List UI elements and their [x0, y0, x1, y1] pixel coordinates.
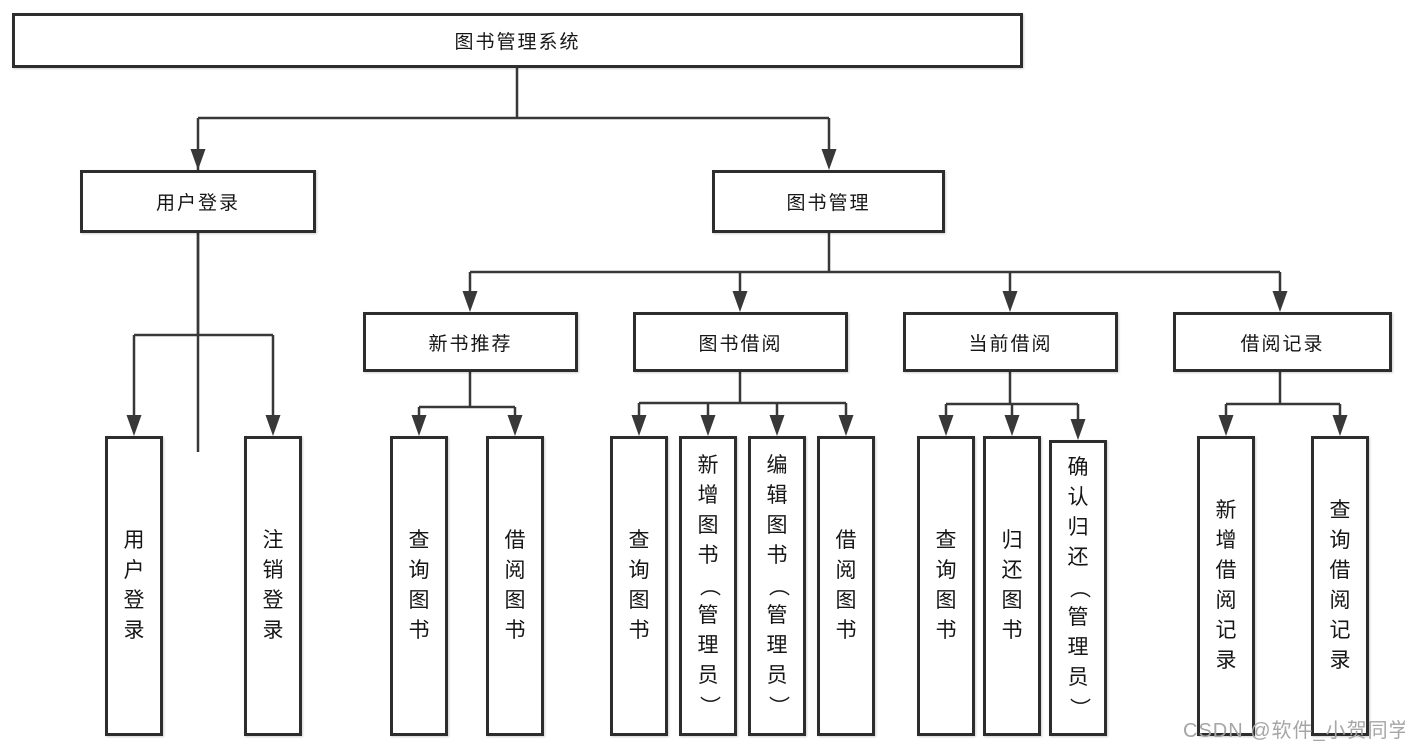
- node-label: 新书推荐: [428, 333, 513, 355]
- leaf-query-books-current: 查询图书: [917, 436, 975, 736]
- node-new-book-recommend: 新书推荐: [363, 312, 578, 372]
- node-label: 借阅记录: [1240, 333, 1325, 355]
- connector-root-to-level2: [196, 68, 831, 452]
- node-user-login: 用户登录: [80, 170, 316, 233]
- connector-records-to-leaves: [1224, 372, 1342, 426]
- leaf-return-books: 归还图书: [983, 436, 1041, 736]
- leaf-label: 查询图书: [628, 529, 650, 642]
- arrowheads: [126, 149, 1348, 440]
- leaf-label: 借阅图书: [835, 529, 857, 642]
- leaf-logout: 注销登录: [244, 436, 302, 736]
- leaf-label: 归还图书: [1001, 529, 1023, 642]
- leaf-add-books-admin: 新增图书（管理员）: [679, 436, 737, 736]
- leaf-confirm-return-admin: 确认归还（管理员）: [1049, 440, 1107, 736]
- connector-newbooks-to-leaves: [417, 372, 517, 426]
- leaf-user-login: 用户登录: [105, 436, 163, 736]
- leaf-query-books-borrowing: 查询图书: [610, 436, 668, 736]
- leaf-query-books-newbooks: 查询图书: [390, 436, 448, 736]
- connector-borrow-to-leaves: [637, 372, 848, 426]
- connector-bookmgmt-to-level3: [468, 233, 1282, 302]
- leaf-label: 新增借阅记录: [1215, 499, 1237, 672]
- node-current-borrowing: 当前借阅: [903, 312, 1118, 372]
- leaf-add-borrow-record: 新增借阅记录: [1197, 436, 1255, 736]
- leaf-query-borrow-record: 查询借阅记录: [1311, 436, 1369, 736]
- node-borrowing-records: 借阅记录: [1173, 312, 1392, 372]
- node-book-management: 图书管理: [712, 170, 945, 233]
- leaf-label: 用户登录: [123, 529, 145, 642]
- node-label: 当前借阅: [968, 333, 1053, 355]
- leaf-label: 查询借阅记录: [1329, 499, 1351, 672]
- leaf-borrow-books-newbooks: 借阅图书: [486, 436, 544, 736]
- node-label: 图书管理: [786, 193, 871, 214]
- leaf-label: 确认归还（管理员）: [1067, 456, 1090, 719]
- leaf-label: 注销登录: [262, 529, 284, 642]
- node-label: 图书管理系统: [454, 32, 581, 53]
- leaf-edit-books-admin: 编辑图书（管理员）: [748, 436, 806, 736]
- leaf-borrow-books-borrowing: 借阅图书: [817, 436, 875, 736]
- node-root-book-management-system: 图书管理系统: [12, 13, 1023, 68]
- node-label: 图书借阅: [698, 333, 783, 355]
- node-book-borrowing: 图书借阅: [633, 312, 848, 372]
- connector-userlogin-to-leaves: [132, 233, 275, 426]
- leaf-label: 新增图书（管理员）: [697, 454, 720, 717]
- leaf-label: 编辑图书（管理员）: [766, 454, 789, 717]
- leaf-label: 查询图书: [935, 529, 957, 642]
- csdn-watermark: CSDN @软件_小贺同学: [1183, 720, 1405, 742]
- leaf-label: 借阅图书: [504, 529, 526, 642]
- leaf-label: 查询图书: [408, 529, 430, 642]
- node-label: 用户登录: [155, 193, 240, 214]
